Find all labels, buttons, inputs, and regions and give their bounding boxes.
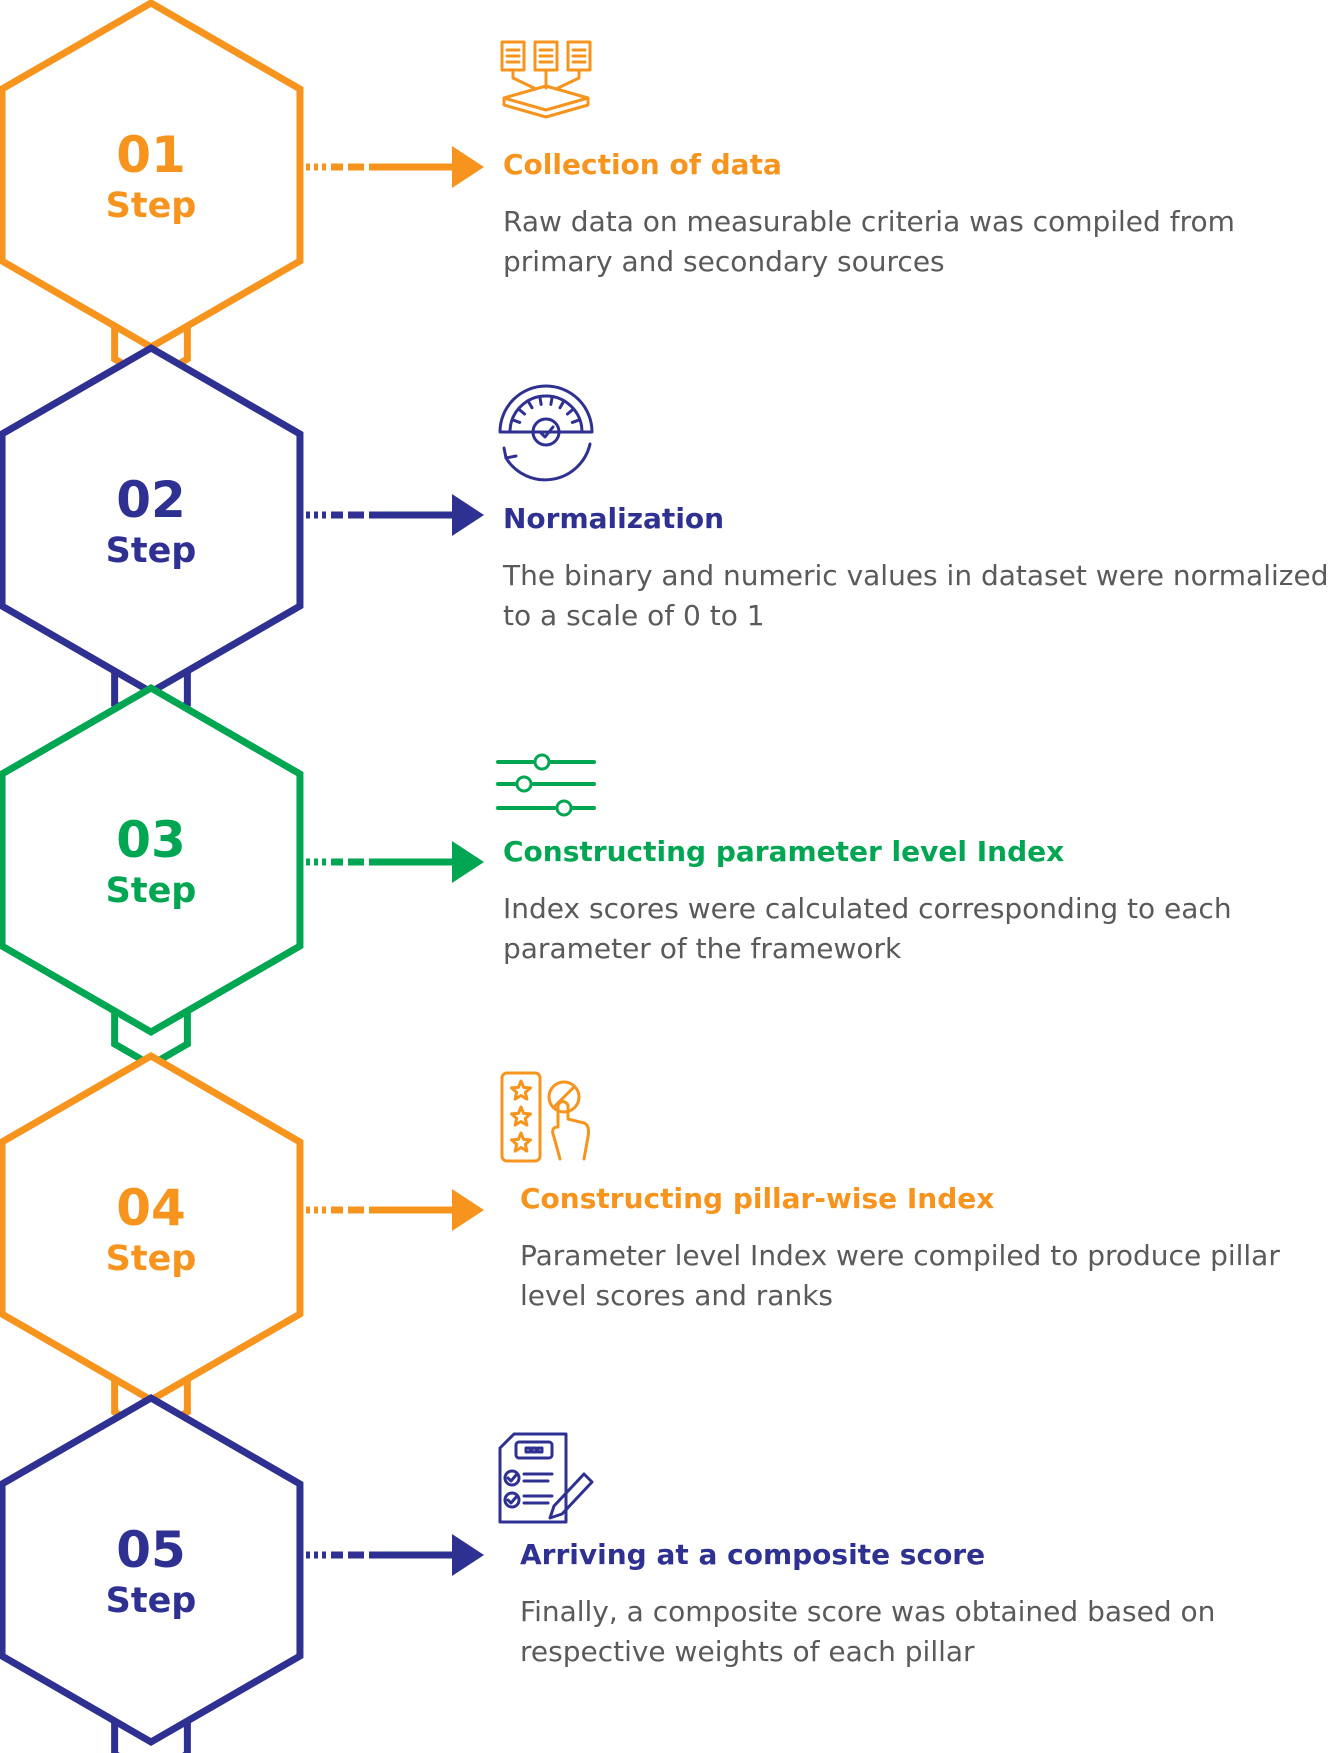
step-title: Arriving at a composite score [520, 1538, 986, 1571]
step-label: Step [106, 186, 197, 226]
gauge-icon [498, 384, 594, 482]
step-description: The binary and numeric values in dataset… [503, 559, 1329, 632]
step-arrow [306, 1534, 484, 1576]
step-label: Step [106, 1581, 197, 1621]
step-description: Finally, a composite score was obtained … [520, 1595, 1216, 1668]
data-collection-icon [500, 40, 592, 119]
step-arrow [306, 494, 484, 536]
step-label: Step [106, 531, 197, 571]
step-label: Step [106, 1239, 197, 1279]
step-title: Collection of data [503, 148, 782, 181]
checklist-icon [498, 1432, 594, 1524]
step-hexagon [0, 683, 304, 1037]
step-number: 04 [116, 1179, 186, 1237]
step-arrow [306, 146, 484, 188]
step-description: Index scores were calculated correspondi… [503, 892, 1232, 965]
step-number: 01 [116, 126, 186, 184]
step-description: Parameter level Index were compiled to p… [520, 1239, 1280, 1312]
rating-select-icon [500, 1071, 590, 1163]
step-number: 03 [116, 811, 186, 869]
step-label: Step [106, 871, 197, 911]
step-description: Raw data on measurable criteria was comp… [503, 205, 1235, 278]
sliders-icon [496, 753, 596, 817]
step-title: Normalization [503, 502, 725, 535]
step-hexagon [0, 1393, 304, 1747]
step-number: 02 [116, 471, 186, 529]
step-title: Constructing parameter level Index [503, 835, 1065, 868]
step-title: Constructing pillar-wise Index [520, 1182, 995, 1215]
step-arrow [306, 1189, 484, 1231]
step-number: 05 [116, 1521, 186, 1579]
step-arrow [306, 841, 484, 883]
